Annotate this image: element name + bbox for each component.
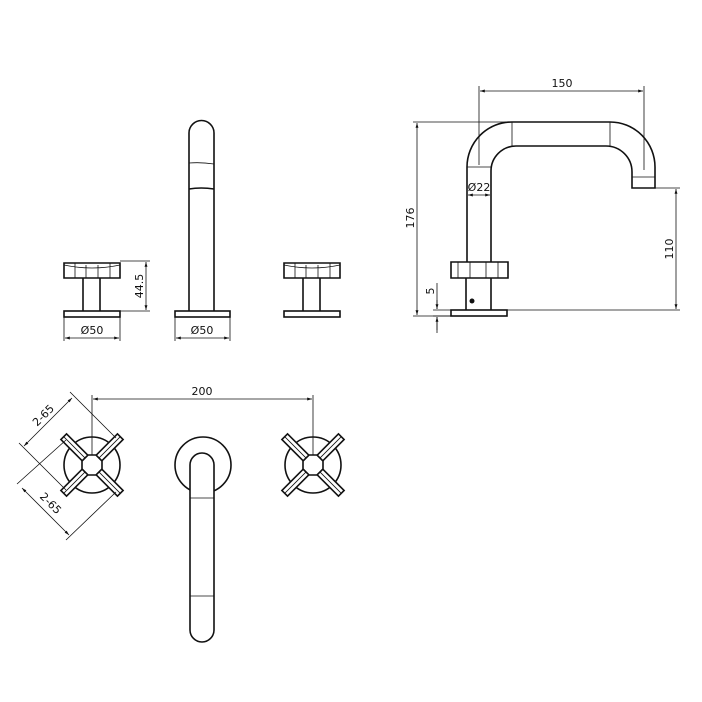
dimension-handle-spacing: 200 xyxy=(91,385,314,465)
spout-base-diameter-label: Ø50 xyxy=(191,324,214,337)
left-handle-front xyxy=(63,262,121,318)
handle-base-diameter-label: Ø50 xyxy=(81,324,104,337)
front-view: 44.5 Ø50 Ø50 xyxy=(63,119,341,341)
dimension-base-thickness: 5 xyxy=(424,283,451,333)
handle-span-b-label: 2-65 xyxy=(37,490,64,517)
dimension-reach: 150 xyxy=(478,77,645,170)
dimension-handle-base: Ø50 xyxy=(63,317,121,341)
handle-height-label: 44.5 xyxy=(133,274,146,299)
outlet-height-label: 110 xyxy=(663,239,676,260)
spout-side xyxy=(466,121,656,262)
spout-front xyxy=(174,119,231,318)
right-handle-top xyxy=(280,432,346,498)
dimension-spout-base: Ø50 xyxy=(174,317,231,341)
spout-reach-label: 150 xyxy=(552,77,573,90)
base-thickness-label: 5 xyxy=(424,288,437,295)
handle-spacing-label: 200 xyxy=(192,385,213,398)
side-view: 150 176 110 Ø22 5 xyxy=(404,77,680,333)
total-height-label: 176 xyxy=(404,208,417,229)
left-handle-top xyxy=(59,432,125,498)
pipe-diameter-label: Ø22 xyxy=(468,181,491,194)
dimension-handle-height: 44.5 xyxy=(120,260,150,312)
dimension-pipe-diameter: Ø22 xyxy=(468,181,491,197)
handle-span-a-label: 2-65 xyxy=(30,402,57,429)
dimension-total-height: 176 xyxy=(404,121,512,317)
right-handle-front xyxy=(283,262,341,318)
handle-side xyxy=(450,261,509,317)
top-view: 200 2-65 xyxy=(16,385,346,643)
spout-top xyxy=(174,436,232,643)
dimension-outlet-height: 110 xyxy=(507,187,680,311)
